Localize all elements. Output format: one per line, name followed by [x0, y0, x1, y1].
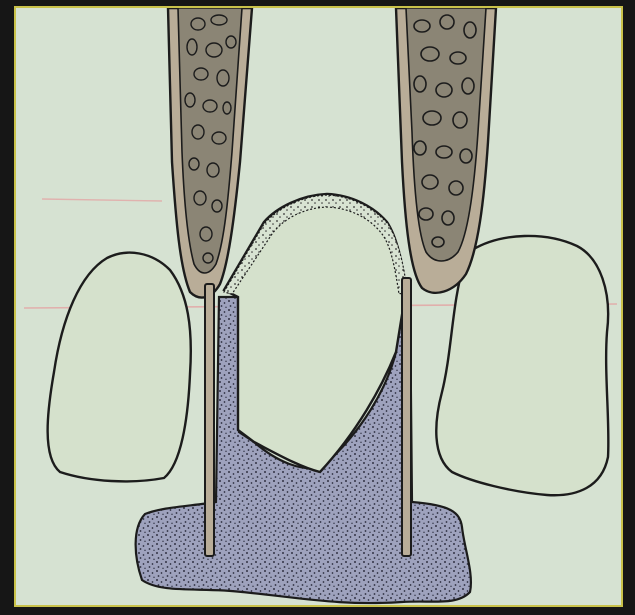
left-pin-icon [205, 284, 214, 556]
right-pin-icon [402, 278, 411, 556]
left-tooth-icon [48, 253, 191, 482]
diagram-panel [14, 6, 623, 607]
paper-rule-line-upper [42, 199, 162, 201]
dental-diagram-svg [16, 8, 621, 605]
